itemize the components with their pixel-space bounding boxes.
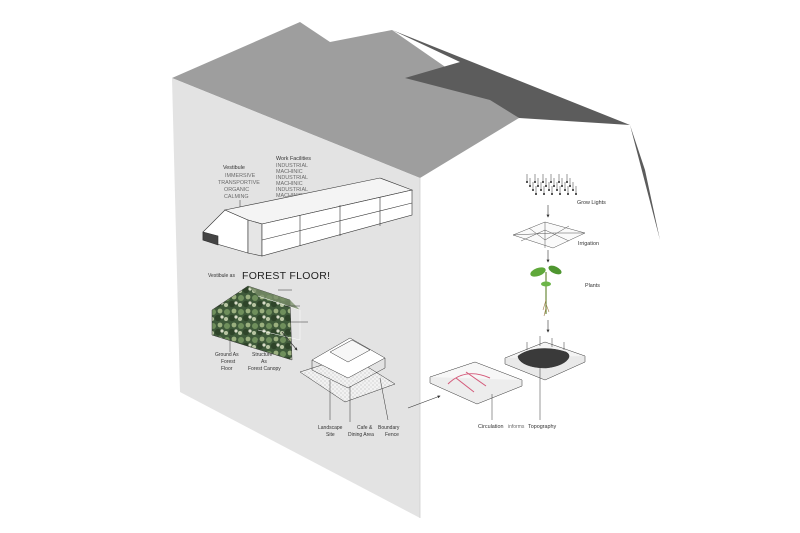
- work-word: INDUSTRIAL: [276, 163, 308, 169]
- roof-top-face: [172, 22, 519, 178]
- forest-to-site-arrow: [281, 331, 298, 351]
- vestibule-word: CALMING: [224, 194, 249, 200]
- work-word: MACHINIC: [276, 169, 303, 175]
- front-wall-edge: [420, 125, 660, 518]
- work-word: INDUSTRIAL: [276, 187, 308, 193]
- grow-light-bulb: [561, 185, 563, 187]
- grow-light-bulb: [548, 189, 550, 191]
- grow-light-bulb: [540, 189, 542, 191]
- cafe-label-line: Dining Area: [348, 432, 374, 438]
- work-title: Work Facilities: [276, 156, 311, 162]
- site-plan: [299, 337, 396, 422]
- landscape-label-line: Landscape: [318, 425, 343, 431]
- grow-light-bulb: [532, 189, 534, 191]
- vestibule-word: ORGANIC: [224, 187, 249, 193]
- grow-light-bulb: [543, 193, 545, 195]
- grow-light-bulb: [534, 181, 536, 183]
- grow-light-bulb: [553, 185, 555, 187]
- informs-label: informs: [508, 424, 525, 430]
- cafe-label-line: Cafe &: [357, 425, 373, 431]
- landscape-label: Landscape Site: [318, 425, 343, 438]
- plant-icon: [530, 265, 562, 317]
- building-isometric: [202, 177, 414, 257]
- right-shadow-face: [630, 125, 660, 240]
- grow-light-bulb: [526, 181, 528, 183]
- grow-light-bulb: [572, 189, 574, 191]
- landscape-label-line: Site: [326, 432, 335, 438]
- topography-block: [504, 336, 586, 420]
- vestibule-text: Vestibule IMMERSIVE TRANSPORTIVE ORGANIC…: [218, 165, 260, 200]
- ground-label-line: Forest: [221, 359, 236, 365]
- grow-light-bulb: [559, 193, 561, 195]
- grow-light-bulb: [551, 193, 553, 195]
- grow-light-bulb: [575, 193, 577, 195]
- forest-building: [211, 285, 308, 361]
- grow-light-bulb: [567, 193, 569, 195]
- boundary-label-line: Boundary: [378, 425, 400, 431]
- circulation-label: Circulation: [478, 424, 503, 430]
- grow-light-bulb: [566, 181, 568, 183]
- grow-light-bulb: [556, 189, 558, 191]
- grow-light-bulb: [564, 189, 566, 191]
- circulation-block: [429, 361, 523, 420]
- work-word: MACHINIC: [276, 193, 303, 199]
- box-roof: [172, 22, 630, 178]
- irrigation-label: Irrigation: [578, 241, 599, 247]
- structure-label-line: Structure: [252, 352, 273, 358]
- grow-light-bulb: [529, 185, 531, 187]
- vestibule-word: IMMERSIVE: [225, 173, 256, 179]
- structure-label-line: Forest Canopy: [248, 366, 281, 372]
- grow-light-bulb: [569, 185, 571, 187]
- structure-label-line: As: [261, 359, 267, 365]
- irrigation-grid: [512, 221, 586, 249]
- forest-heading: Vestibule as FOREST FLOOR!: [208, 270, 330, 282]
- ground-label: Ground As Forest Floor: [215, 352, 239, 372]
- cafe-label: Cafe & Dining Area: [348, 425, 374, 438]
- structure-label: Structure As Forest Canopy: [248, 352, 281, 372]
- plants-label: Plants: [585, 283, 600, 289]
- work-word: MACHINIC: [276, 181, 303, 187]
- forest-prefix: Vestibule as: [208, 273, 235, 279]
- ground-label-line: Ground As: [215, 352, 239, 358]
- grow-light-bulb: [535, 193, 537, 195]
- grow-light-bulb: [542, 181, 544, 183]
- grow-light-bulb: [545, 185, 547, 187]
- vestibule-title: Vestibule: [223, 165, 245, 171]
- work-text: Work Facilities INDUSTRIAL MACHINIC INDU…: [276, 156, 311, 199]
- vestibule-word: TRANSPORTIVE: [218, 180, 260, 186]
- grow-lights-label: Grow Lights: [577, 200, 606, 206]
- forest-title: FOREST FLOOR!: [242, 270, 330, 282]
- ground-label-line: Floor: [221, 366, 233, 372]
- site-to-circulation-arrow: [407, 395, 441, 409]
- boundary-label: Boundary Fence: [378, 425, 400, 438]
- boundary-label-line: Fence: [385, 432, 399, 438]
- topography-label: Topography: [528, 424, 556, 430]
- roof-right-face: [392, 30, 630, 125]
- grow-lights-grid: [526, 174, 577, 195]
- work-word: INDUSTRIAL: [276, 175, 308, 181]
- grow-light-bulb: [558, 181, 560, 183]
- grow-light-bulb: [550, 181, 552, 183]
- grow-light-bulb: [537, 185, 539, 187]
